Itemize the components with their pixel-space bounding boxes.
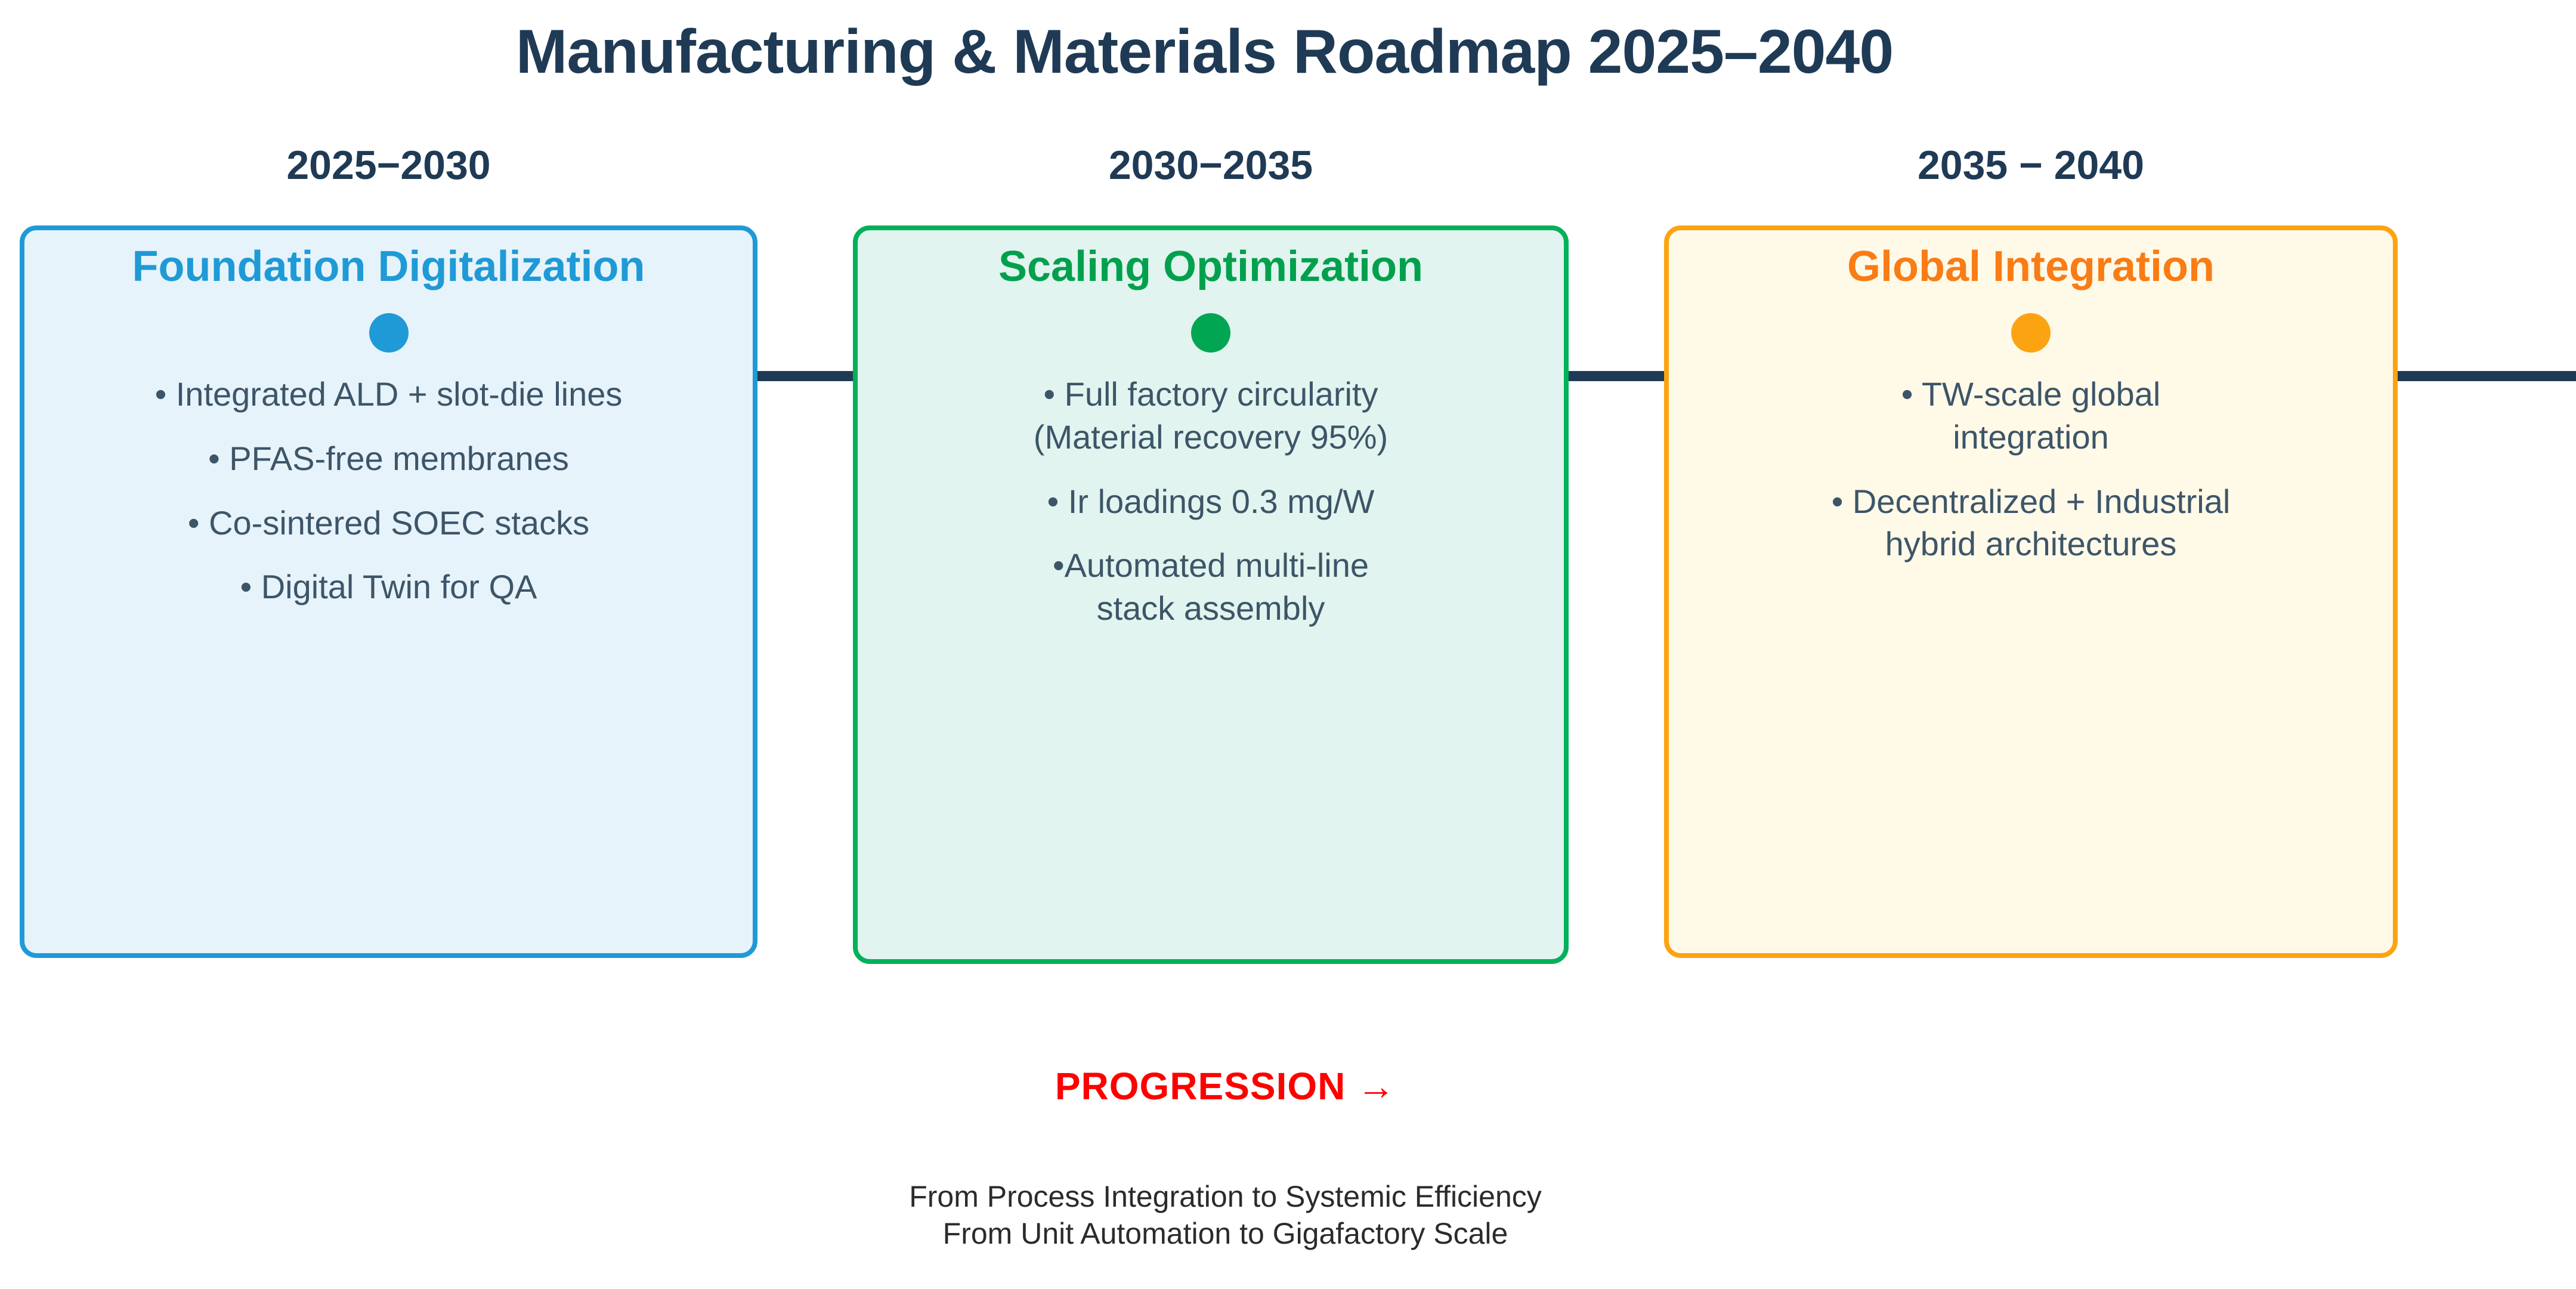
list-item: •Automated multi-line stack assembly: [1052, 546, 1369, 627]
stage-dot-orange-icon: [2011, 313, 2051, 353]
list-item: • PFAS-free membranes: [208, 439, 569, 477]
list-item: • Decentralized + Industrial hybrid arch…: [1831, 482, 2231, 563]
stage-bullet-list: • Full factory circularity (Material rec…: [858, 373, 1564, 629]
footer-line-2: From Unit Automation to Gigafactory Scal…: [942, 1217, 1508, 1250]
connector-line-stage3-trailing: [2389, 371, 2576, 381]
progression-label: PROGRESSION →: [1054, 1065, 1396, 1108]
stage-title: Foundation Digitalization: [132, 243, 645, 290]
period-label-2030-2035: 2030−2035: [1108, 143, 1313, 188]
stage-marker-wrap: [858, 313, 1564, 358]
list-item: • Co-sintered SOEC stacks: [187, 503, 590, 542]
list-item: • TW-scale global integration: [1901, 375, 2161, 456]
stage-bullet-list: • TW-scale global integration • Decentra…: [1669, 373, 2393, 565]
list-item: • Ir loadings 0.3 mg/W: [1047, 482, 1375, 520]
stage-card-scaling-optimization[interactable]: Scaling Optimization • Full factory circ…: [853, 225, 1569, 964]
period-label-2025-2030: 2025−2030: [286, 143, 491, 188]
stage-title: Scaling Optimization: [998, 243, 1424, 290]
connector-line-stage1-stage2: [749, 371, 862, 381]
period-label-row: 2025−2030 2030−2035 2035 − 2040: [0, 142, 2576, 214]
stage-bullet-list: • Integrated ALD + slot-die lines • PFAS…: [24, 373, 753, 608]
list-item: • Full factory circularity (Material rec…: [1033, 375, 1388, 456]
stage-marker-wrap: [1669, 313, 2393, 358]
list-item: • Integrated ALD + slot-die lines: [154, 375, 623, 413]
footer-block: From Process Integration to Systemic Eff…: [0, 1178, 2576, 1252]
stage-marker-wrap: [24, 313, 753, 358]
period-label-2035-2040: 2035 − 2040: [1917, 143, 2145, 188]
footer-line-1: From Process Integration to Systemic Eff…: [909, 1180, 1542, 1213]
stage-title: Global Integration: [1847, 243, 2215, 290]
stage-dot-blue-icon: [369, 313, 409, 353]
stage-card-global-integration[interactable]: Global Integration • TW-scale global int…: [1664, 225, 2398, 958]
connector-line-stage2-stage3: [1560, 371, 1674, 381]
stage-card-foundation-digitalization[interactable]: Foundation Digitalization • Integrated A…: [20, 225, 757, 958]
page-title: Manufacturing & Materials Roadmap 2025–2…: [515, 17, 1894, 86]
list-item: • Digital Twin for QA: [240, 568, 537, 606]
stage-dot-green-icon: [1191, 313, 1230, 353]
